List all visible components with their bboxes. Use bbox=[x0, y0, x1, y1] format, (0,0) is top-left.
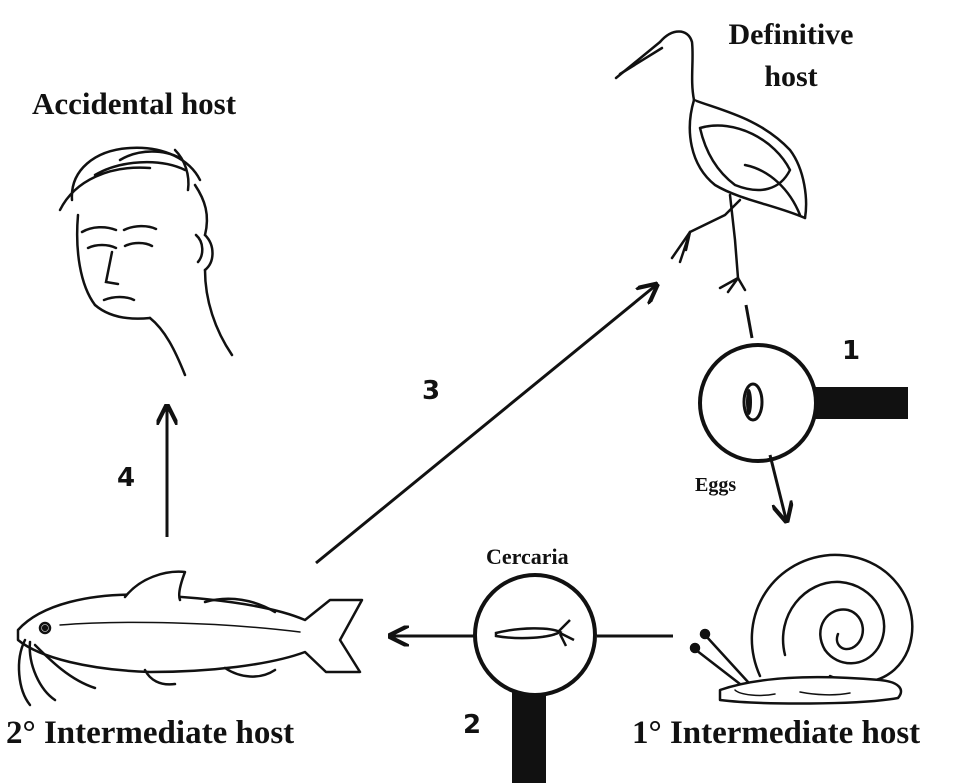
step-number-4: 4 bbox=[117, 463, 135, 493]
arrow-eggs-to-snail bbox=[770, 455, 786, 519]
step-number-1: 1 bbox=[842, 336, 860, 366]
step-number-2: 2 bbox=[463, 710, 481, 740]
eggs-label: Eggs bbox=[695, 474, 736, 497]
definitive-host-label: Definitive host bbox=[700, 14, 882, 98]
cercaria-label: Cercaria bbox=[486, 544, 569, 570]
step-number-3: 3 bbox=[422, 376, 440, 406]
snail-icon bbox=[691, 555, 912, 704]
arrow-fish-to-stork bbox=[316, 286, 655, 563]
catfish-icon bbox=[18, 572, 362, 705]
first-intermediate-host-label: 1° Intermediate host bbox=[632, 715, 920, 752]
second-intermediate-host-label: 2° Intermediate host bbox=[6, 715, 294, 752]
egg-magnifier bbox=[700, 305, 908, 461]
human-face-icon bbox=[60, 148, 232, 375]
accidental-host-label: Accidental host bbox=[32, 86, 236, 122]
